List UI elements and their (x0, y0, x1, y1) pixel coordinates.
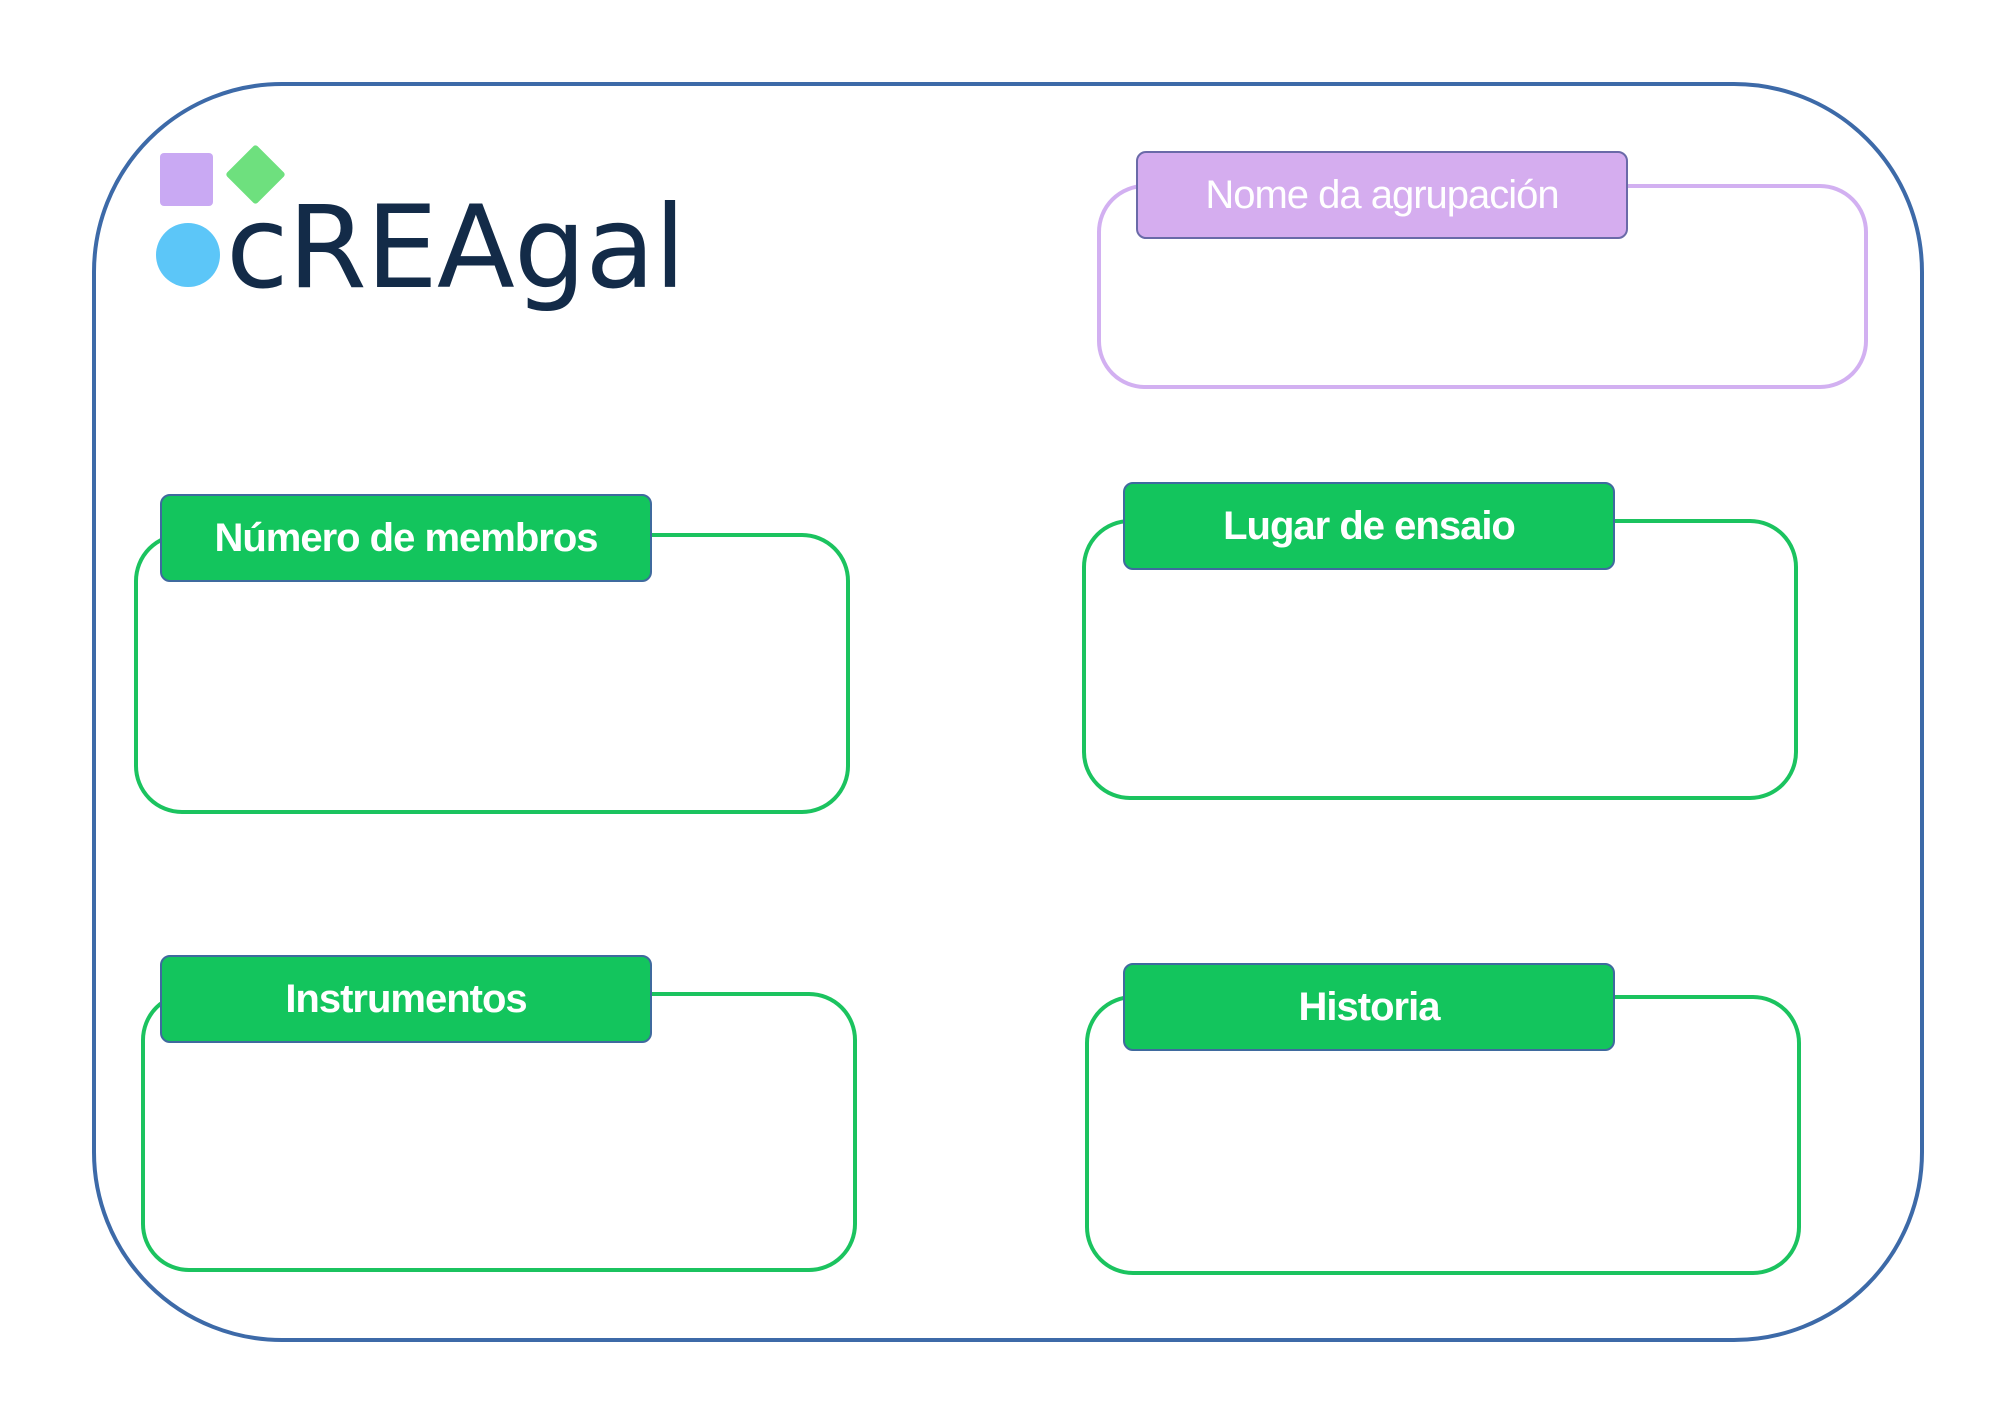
member-count-label: Número de membros (160, 494, 652, 582)
rehearsal-place-label: Lugar de ensaio (1123, 482, 1615, 570)
logo-circle-icon (156, 223, 220, 287)
logo-wordmark: cREAgal (226, 181, 686, 314)
history-label: Historia (1123, 963, 1615, 1051)
creagal-logo: cREAgal (150, 144, 730, 315)
card-frame (92, 82, 1924, 1342)
instruments-label: Instrumentos (160, 955, 652, 1043)
logo-square-icon (160, 153, 213, 206)
group-name-label: Nome da agrupación (1136, 151, 1628, 239)
